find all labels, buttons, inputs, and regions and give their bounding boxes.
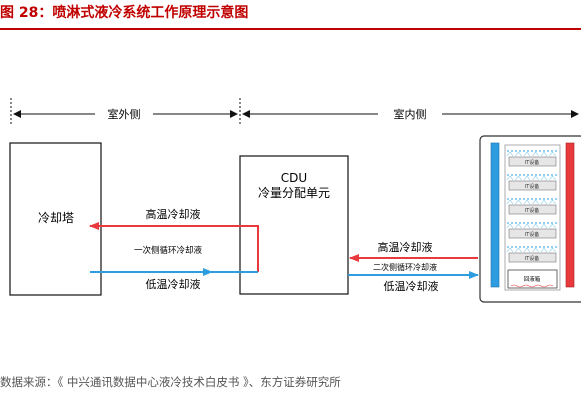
spray-cone: [523, 199, 531, 205]
return-tank-label: 回液箱: [524, 275, 541, 283]
it-device-row: IT设备: [506, 222, 558, 239]
hot-manifold: [565, 142, 575, 288]
spray-cone: [549, 151, 556, 157]
spray-cone: [506, 199, 514, 205]
cdu-subtitle: 冷量分配单元: [258, 186, 330, 200]
spray-cone: [523, 151, 531, 157]
spray-cone: [532, 223, 539, 229]
spray-cone: [523, 247, 531, 253]
it-device-row: IT设备: [506, 150, 558, 167]
cooling-tower-label: 冷却塔: [38, 211, 74, 225]
cold-manifold: [490, 142, 500, 288]
spray-cone: [549, 175, 556, 181]
spray-cone: [532, 151, 539, 157]
spray-cone: [540, 223, 548, 229]
it-device-box: [508, 228, 557, 239]
it-device-box: [508, 180, 557, 191]
cabinet-inner-frame: [504, 144, 561, 291]
spray-cone: [532, 247, 539, 253]
spray-cone: [549, 199, 556, 205]
secondary-cold-label: 低温冷却液: [384, 279, 439, 293]
it-device-row: IT设备: [506, 174, 558, 191]
outdoor-zone-label: 室外侧: [108, 107, 141, 121]
spray-cone: [549, 247, 556, 253]
cdu-title: CDU: [281, 171, 307, 185]
spray-cone: [540, 175, 548, 181]
it-device-label: IT设备: [525, 231, 540, 238]
indoor-zone-marker: 室内侧: [242, 107, 579, 121]
spray-cone: [549, 223, 556, 229]
cooling-tower-box: [9, 142, 102, 296]
spray-cone: [515, 199, 522, 205]
primary-cold-label: 低温冷却液: [146, 277, 201, 291]
spray-cone: [515, 247, 522, 253]
spray-cone: [506, 247, 514, 253]
spray-cone: [506, 151, 514, 157]
outdoor-zone-marker: 室外侧: [13, 107, 238, 121]
secondary-loop-label: 二次侧循环冷却液: [373, 262, 437, 272]
return-tank-wave: [510, 284, 554, 288]
spray-cone: [532, 199, 539, 205]
it-device-label: IT设备: [525, 159, 540, 166]
spray-cone: [540, 151, 548, 157]
spray-cone: [506, 223, 514, 229]
it-device-label: IT设备: [525, 183, 540, 190]
figure-title: 图 28：喷淋式液冷系统工作原理示意图: [0, 5, 249, 21]
title-divider: [0, 28, 581, 30]
spray-cone: [523, 175, 531, 181]
it-device-label: IT设备: [525, 255, 540, 262]
primary-loop-label: 一次侧循环冷却液: [134, 245, 203, 256]
spray-cone: [523, 223, 531, 229]
spray-cone: [506, 175, 514, 181]
secondary-hot-label: 高温冷却液: [378, 240, 433, 254]
it-device-box: [508, 252, 557, 263]
spray-cone: [515, 151, 522, 157]
spray-cone: [540, 247, 548, 253]
spray-cone: [540, 199, 548, 205]
spray-cone: [515, 223, 522, 229]
return-tank: [507, 269, 558, 289]
primary-hot-pipe: [89, 222, 259, 272]
it-device-row: IT设备: [506, 246, 558, 263]
it-device-row: IT设备: [506, 198, 558, 215]
it-device-box: [508, 204, 557, 215]
spray-cone: [532, 175, 539, 181]
indoor-zone-label: 室内侧: [394, 107, 427, 121]
source-note: 数据来源：《 中兴通讯数据中心液冷技术白皮书 》、东方证券研究所: [0, 375, 341, 389]
primary-hot-label: 高温冷却液: [146, 207, 201, 221]
it-device-box: [508, 156, 557, 167]
it-device-label: IT设备: [525, 207, 540, 214]
spray-cone: [515, 175, 522, 181]
